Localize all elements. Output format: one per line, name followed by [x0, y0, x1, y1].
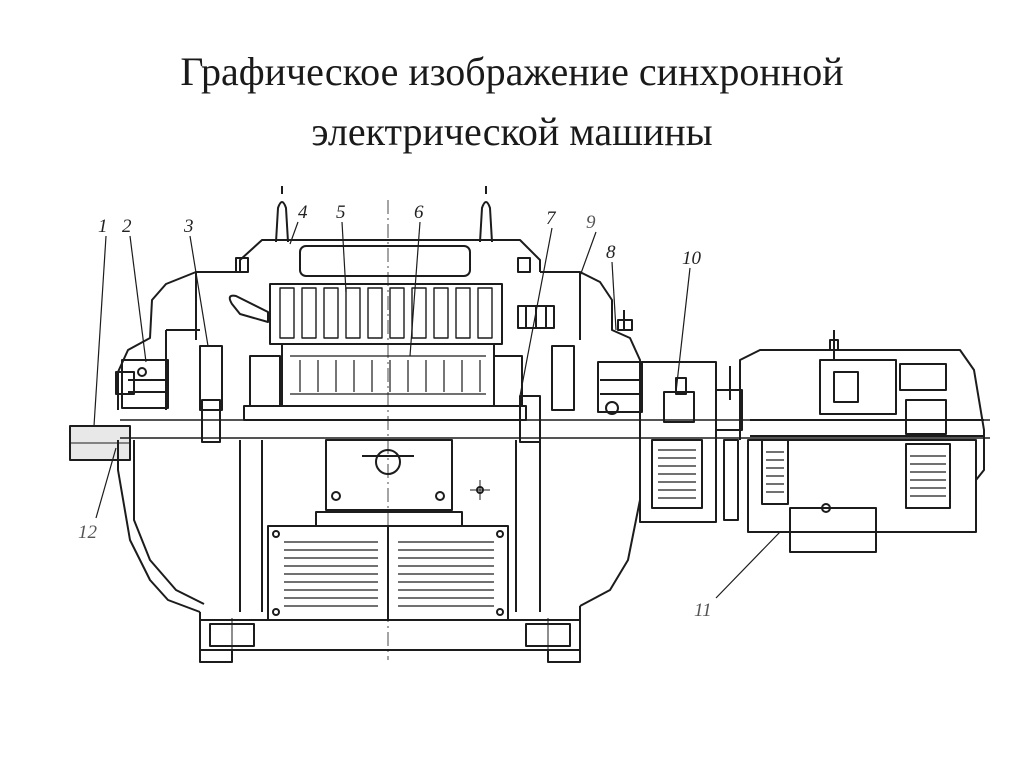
callout-10: 10: [682, 248, 702, 269]
callout-8: 8: [606, 242, 616, 263]
stator-housing: [195, 186, 581, 340]
ventilation-grille: [267, 525, 509, 621]
slide-title-line-1: Графическое изображение синхронной: [180, 49, 844, 94]
callout-1: 1: [98, 216, 108, 237]
callout-4: 4: [298, 202, 308, 223]
exciter-section: [639, 361, 743, 523]
callout-11: 11: [694, 600, 712, 621]
callout-5: 5: [336, 202, 346, 223]
callout-9: 9: [586, 212, 596, 233]
frame-and-base: [117, 200, 641, 663]
pilot-exciter: [739, 330, 985, 553]
slide-title: Графическое изображение синхронной элект…: [0, 42, 1024, 162]
callout-7: 7: [546, 208, 557, 229]
slide-title-line-2: электрической машины: [311, 109, 713, 154]
callout-2: 2: [122, 216, 132, 237]
rotor: [243, 343, 527, 421]
right-bearing-shield: [519, 271, 643, 443]
callout-labels: 1 2 3 4 5 6 7 8 9 10 11 12: [78, 202, 712, 621]
callout-3: 3: [183, 216, 194, 237]
left-bearing-shield: [115, 271, 240, 443]
stator-core: [228, 283, 555, 345]
callout-leaders: [93, 221, 781, 599]
callout-6: 6: [414, 202, 424, 223]
callout-12: 12: [78, 522, 98, 543]
